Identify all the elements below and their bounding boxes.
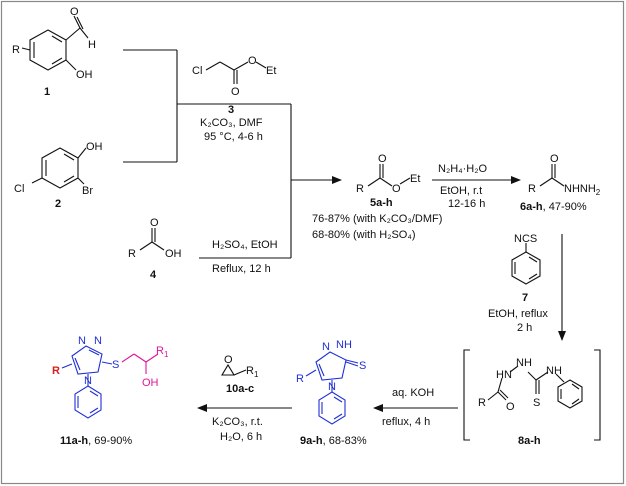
compound-10-label: 10a-c bbox=[226, 383, 254, 395]
compound-6-label: 6a-h, 47-90% bbox=[520, 201, 587, 213]
compound-7-structure bbox=[511, 243, 541, 285]
c5-o-ester: O bbox=[392, 183, 401, 195]
c10-r1: R1 bbox=[246, 365, 259, 379]
c9-nh: NH bbox=[336, 339, 352, 351]
c11-oh: OH bbox=[142, 377, 159, 389]
c8-o-atom: O bbox=[506, 401, 515, 413]
step2-conditions-1: N₂H₄·H₂O bbox=[438, 163, 488, 175]
c1-o-atom: O bbox=[70, 6, 79, 18]
c4-r-atom: R bbox=[128, 248, 136, 260]
c6-r-atom: R bbox=[528, 183, 536, 195]
c9-s: S bbox=[359, 360, 366, 372]
yield5-line1: 76-87% (with K₂CO₃/DMF) bbox=[312, 213, 442, 225]
c11-n4: N bbox=[84, 375, 92, 387]
compound-5-label: 5a-h bbox=[370, 197, 393, 209]
c2-cl-atom: Cl bbox=[14, 183, 24, 195]
c3-o-ester: O bbox=[248, 55, 257, 67]
step1-conditions-2: 95 °C, 4-6 h bbox=[204, 131, 263, 143]
compound-4-structure bbox=[139, 228, 165, 251]
step1b-conditions-2: Reflux, 12 h bbox=[212, 263, 271, 275]
c11-r1: R1 bbox=[156, 345, 169, 359]
c5-et: Et bbox=[410, 173, 420, 185]
step3-conditions-1: EtOH, reflux bbox=[488, 308, 548, 320]
c2-br-atom: Br bbox=[82, 185, 93, 197]
compound-11-structure bbox=[61, 345, 159, 419]
c2-oh-atom: OH bbox=[86, 141, 103, 153]
c5-o-carbonyl: O bbox=[378, 153, 387, 165]
c3-cl-atom: Cl bbox=[192, 65, 202, 77]
merge-lines bbox=[123, 49, 342, 259]
c8-nh-3: NH bbox=[546, 365, 562, 377]
c7-ncs: NCS bbox=[514, 233, 537, 245]
compound-2-label: 2 bbox=[55, 198, 61, 210]
c11-s: S bbox=[112, 359, 119, 371]
step5-conditions-1: K₂CO₃, r.t. bbox=[212, 416, 263, 428]
c6-o-carbonyl: O bbox=[550, 153, 559, 165]
c1-r-atom: R bbox=[12, 44, 20, 56]
compound-11-label: 11a-h, 69-90% bbox=[60, 435, 132, 447]
compound-2-structure bbox=[31, 147, 87, 189]
step4-conditions-2: reflux, 4 h bbox=[382, 416, 430, 428]
c3-o-carbonyl: O bbox=[231, 86, 240, 98]
step4-conditions-1: aq. KOH bbox=[392, 387, 434, 399]
step3-conditions-2: 2 h bbox=[517, 322, 532, 334]
compound-1-structure bbox=[21, 15, 89, 71]
compound-5-structure bbox=[367, 164, 411, 187]
c10-o: O bbox=[224, 354, 233, 366]
c9-n4: N bbox=[328, 381, 336, 393]
c8-nh-2: NH bbox=[516, 357, 532, 369]
c11-n1: N bbox=[78, 335, 86, 347]
compound-4-label: 4 bbox=[150, 269, 157, 281]
c5-r-atom: R bbox=[356, 183, 364, 195]
step2-conditions-2: EtOH, r.t bbox=[440, 185, 482, 197]
step5-conditions-2: H₂O, 6 h bbox=[220, 431, 262, 443]
compound-8-label: 8a-h bbox=[518, 435, 541, 447]
c11-r: R bbox=[52, 365, 60, 377]
compound-10-structure bbox=[221, 363, 247, 376]
compound-8-brackets bbox=[463, 349, 601, 441]
c6-nhnh2: NHNH2 bbox=[564, 183, 601, 197]
c8-hn-1: HN bbox=[496, 369, 512, 381]
c11-n2: N bbox=[94, 335, 102, 347]
c8-s-atom: S bbox=[533, 397, 540, 409]
c9-r: R bbox=[296, 373, 304, 385]
compound-3-structure bbox=[205, 61, 267, 84]
compound-1-label: 1 bbox=[44, 86, 50, 98]
step1-conditions-1: K₂CO₃, DMF bbox=[200, 117, 263, 129]
step2-conditions-3: 12-16 h bbox=[448, 198, 485, 210]
c4-o-carbonyl: O bbox=[150, 217, 159, 229]
compound-7-label: 7 bbox=[522, 292, 528, 304]
step1b-conditions-1: H₂SO₄, EtOH bbox=[212, 239, 278, 251]
c8-r-atom: R bbox=[478, 397, 486, 409]
compound-6-structure bbox=[539, 164, 565, 187]
compound-9-label: 9a-h, 68-83% bbox=[300, 435, 367, 447]
c9-n1: N bbox=[322, 341, 330, 353]
compound-8-structure bbox=[487, 365, 583, 409]
c1-oh-atom: OH bbox=[76, 69, 93, 81]
c3-et: Et bbox=[266, 65, 276, 77]
c4-oh: OH bbox=[165, 248, 182, 260]
c1-h-atom: H bbox=[88, 39, 96, 51]
compound-3-label: 3 bbox=[228, 104, 234, 116]
yield5-line2: 68-80% (with H₂SO₄) bbox=[312, 229, 416, 241]
compound-9-structure bbox=[305, 351, 359, 425]
